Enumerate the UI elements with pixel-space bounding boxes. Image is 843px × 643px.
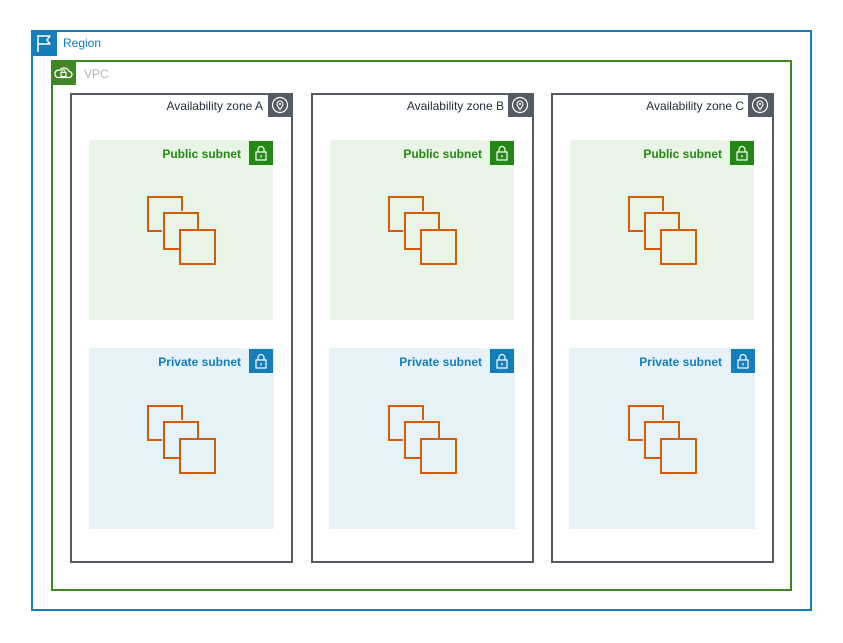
availability-zone-c-label: Availability zone C — [646, 99, 744, 113]
ec2-instances-icon — [385, 402, 457, 474]
location-pin-icon — [268, 93, 292, 117]
availability-zone-a — [70, 93, 293, 563]
padlock-icon — [490, 141, 514, 165]
padlock-icon — [731, 349, 755, 373]
availability-zone-b-label: Availability zone B — [406, 99, 504, 113]
ec2-instances-icon — [625, 402, 697, 474]
public-subnet-a-label: Public subnet — [162, 147, 241, 161]
public-subnet-c-label: Public subnet — [643, 147, 722, 161]
padlock-icon — [249, 141, 273, 165]
padlock-icon — [249, 349, 273, 373]
region-group — [31, 30, 812, 611]
private-subnet-a-label: Private subnet — [158, 355, 241, 369]
availability-zone-a-label: Availability zone A — [166, 99, 263, 113]
location-pin-icon — [508, 93, 532, 117]
private-subnet-b-label: Private subnet — [399, 355, 482, 369]
ec2-instances-icon — [144, 402, 216, 474]
private-subnet-c-label: Private subnet — [639, 355, 722, 369]
availability-zone-b — [311, 93, 534, 563]
padlock-icon — [730, 141, 754, 165]
availability-zone-c — [551, 93, 774, 563]
vpc-group — [51, 60, 792, 591]
vpc-label: VPC — [84, 67, 109, 81]
padlock-icon — [490, 349, 514, 373]
region-label: Region — [63, 36, 102, 50]
public-subnet-b-label: Public subnet — [403, 147, 482, 161]
ec2-instances-icon — [144, 193, 216, 265]
ec2-instances-icon — [385, 193, 457, 265]
location-pin-icon — [748, 93, 772, 117]
region-flag-icon — [31, 30, 57, 56]
vpc-cloud-lock-icon — [51, 60, 76, 85]
ec2-instances-icon — [625, 193, 697, 265]
